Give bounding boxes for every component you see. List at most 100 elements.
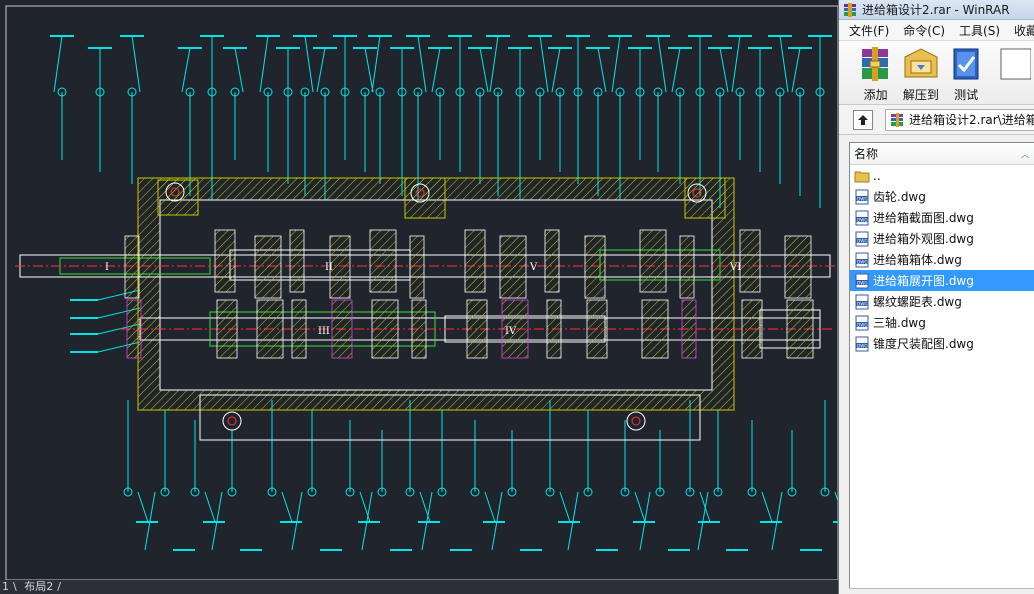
housing-bolt-holes xyxy=(165,182,707,431)
leader-line xyxy=(144,491,156,551)
address-path[interactable]: 进给箱设计2.rar\进给箱 xyxy=(885,108,1034,131)
file-row[interactable]: DWG 三轴.dwg xyxy=(850,312,1034,333)
up-arrow-icon xyxy=(858,114,868,125)
leader-line xyxy=(53,35,63,93)
window-title: 进给箱设计2.rar - WinRAR xyxy=(862,3,1010,17)
balloon xyxy=(123,487,133,497)
svg-text:DWG: DWG xyxy=(857,322,868,327)
svg-text:DWG: DWG xyxy=(857,301,868,306)
balloon xyxy=(263,87,273,97)
cad-drawing-area[interactable]: I II III IV V VI 1\ 布局2/ xyxy=(0,0,838,594)
balloon xyxy=(470,487,480,497)
file-name: 齿轮.dwg xyxy=(873,190,926,204)
leader-line xyxy=(761,491,773,523)
leader-line xyxy=(417,35,427,93)
file-row[interactable]: DWG 进给箱箱体.dwg xyxy=(850,249,1034,270)
gear-section xyxy=(501,299,529,359)
gear-section xyxy=(256,299,284,359)
gear-section xyxy=(741,299,763,359)
leader-line xyxy=(671,47,681,93)
shaft-label-3: III xyxy=(318,326,330,337)
bolt-hole-center xyxy=(170,187,180,197)
gear-section xyxy=(124,235,140,299)
layout-tab-1[interactable]: 1 xyxy=(2,580,9,593)
shaft-label-1: I xyxy=(105,262,109,273)
menu-command[interactable]: 命令(C) xyxy=(903,23,946,38)
cad-gearbox-drawing[interactable]: I II III IV V VI xyxy=(0,0,838,594)
winrar-titlebar[interactable]: 进给箱设计2.rar - WinRAR xyxy=(839,0,1034,20)
leader-line xyxy=(719,47,729,93)
layout-tabs[interactable]: 1\ 布局2/ xyxy=(0,580,838,594)
balloon xyxy=(437,487,447,497)
partial-toolbar-button[interactable] xyxy=(989,45,1034,104)
balloon xyxy=(160,487,170,497)
up-folder-button[interactable] xyxy=(853,109,873,130)
file-name: 进给箱外观图.dwg xyxy=(873,232,974,246)
bolt-hole-center xyxy=(692,188,702,198)
add-button[interactable]: 添加 xyxy=(853,45,898,104)
balloon xyxy=(360,87,370,97)
leader-line xyxy=(364,47,374,93)
gear-section xyxy=(126,299,142,359)
balloon xyxy=(685,487,695,497)
leader-line xyxy=(371,35,381,93)
file-row[interactable]: .. xyxy=(850,165,1034,186)
leader-line xyxy=(489,35,499,93)
extract-to-icon xyxy=(904,48,938,78)
view-icon xyxy=(1000,48,1032,80)
gear-section xyxy=(784,235,812,299)
balloon xyxy=(375,87,385,97)
leader-line xyxy=(834,491,838,503)
balloon xyxy=(413,87,423,97)
leader-line xyxy=(779,35,789,93)
balloon xyxy=(535,87,545,97)
toolbar: 添加 解压到 测试 xyxy=(839,41,1034,105)
winrar-window[interactable]: 进给箱设计2.rar - WinRAR 文件(F) 命令(C) 工具(S) 收藏… xyxy=(838,0,1034,594)
leader-line xyxy=(639,491,651,551)
column-header-name[interactable]: 名称 ︿ xyxy=(850,143,1034,165)
leader-line xyxy=(181,47,191,93)
svg-text:DWG: DWG xyxy=(857,196,868,201)
leader-line xyxy=(211,491,223,551)
address-bar: 进给箱设计2.rar\进给箱 xyxy=(839,105,1034,135)
leader-line xyxy=(137,491,149,523)
file-name: 进给箱箱体.dwg xyxy=(873,253,962,267)
balloon xyxy=(620,487,630,497)
leader-line xyxy=(361,491,373,551)
layout-tab-2[interactable]: 布局2 xyxy=(24,580,54,593)
balloon xyxy=(493,87,503,97)
balloon xyxy=(775,87,785,97)
balloon xyxy=(267,487,277,497)
menu-tools[interactable]: 工具(S) xyxy=(959,23,1001,38)
rar-archive-icon xyxy=(891,112,903,127)
leader-line xyxy=(431,47,441,93)
dwg-file-icon: DWG xyxy=(855,273,869,288)
menu-favorites[interactable]: 收藏 xyxy=(1014,23,1034,38)
leader-line xyxy=(234,47,244,93)
gearbox-housing xyxy=(137,177,735,441)
file-name: .. xyxy=(873,168,881,183)
extract-to-button[interactable]: 解压到 xyxy=(898,45,943,104)
leader-line xyxy=(484,491,496,523)
balloon xyxy=(230,87,240,97)
test-button[interactable]: 测试 xyxy=(944,45,989,104)
balloon xyxy=(655,487,665,497)
balloon xyxy=(320,87,330,97)
balloon xyxy=(820,487,830,497)
dwg-file-icon: DWG xyxy=(855,252,869,267)
leader-line xyxy=(791,47,801,93)
file-row[interactable]: DWG 齿轮.dwg xyxy=(850,186,1034,207)
extract-to-label: 解压到 xyxy=(902,88,939,102)
add-label: 添加 xyxy=(863,88,888,102)
menu-file[interactable]: 文件(F) xyxy=(849,23,890,38)
svg-text:DWG: DWG xyxy=(857,280,868,285)
dwg-file-icon: DWG xyxy=(855,189,869,204)
file-name: 三轴.dwg xyxy=(873,316,926,330)
leader-line xyxy=(281,491,293,523)
